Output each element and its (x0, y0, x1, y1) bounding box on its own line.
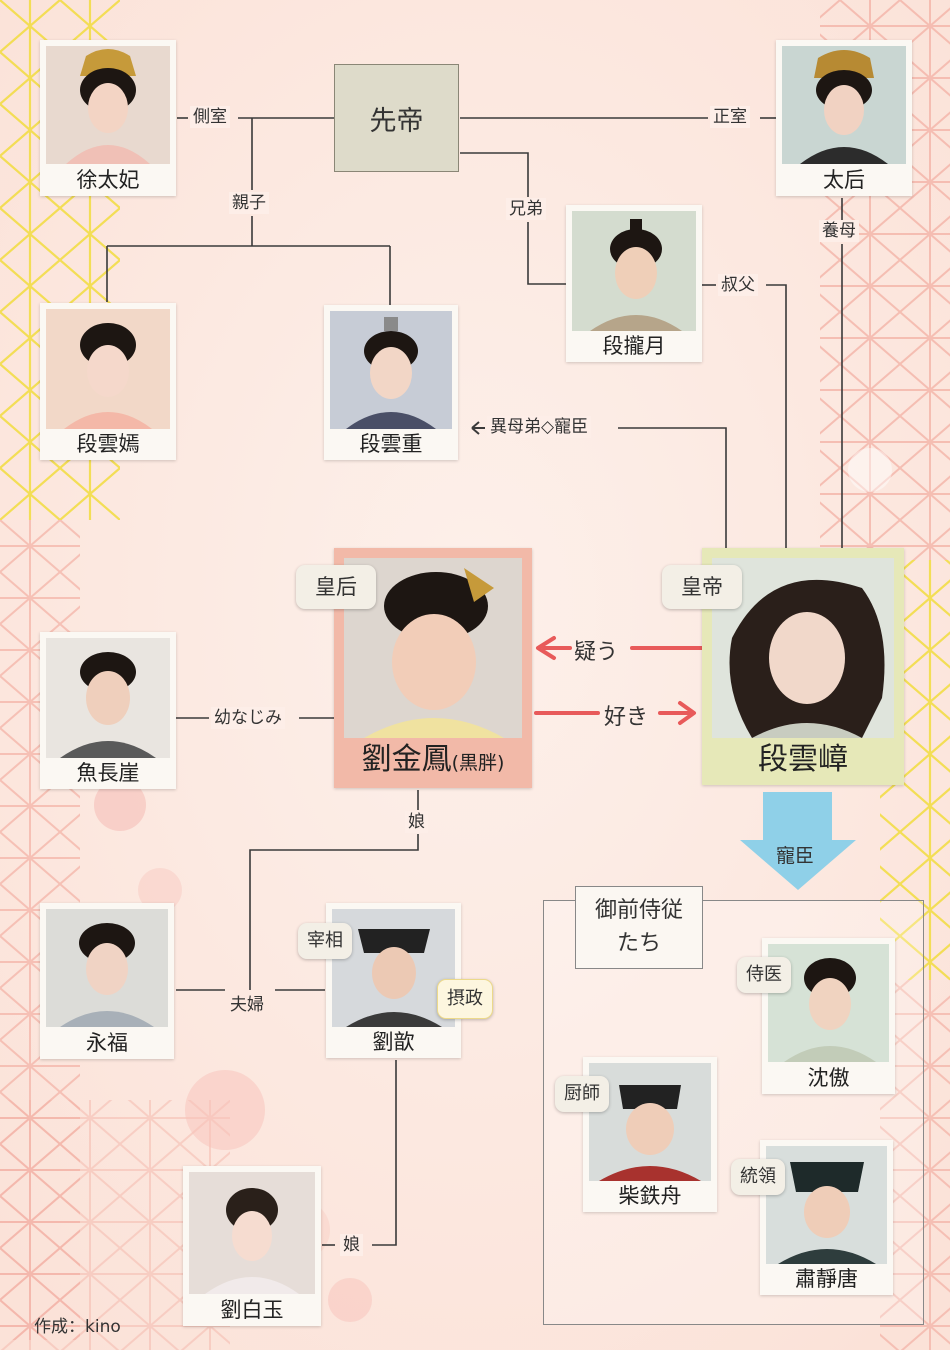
portrait-yongfu (46, 909, 168, 1027)
portrait-duan-yunzhong (330, 311, 452, 429)
name-duan-yunyan: 段雲嫣 (40, 432, 176, 456)
name-xu-taifei: 徐太妃 (40, 168, 176, 192)
card-duan-yunyan: 段雲嫣 (40, 303, 176, 460)
card-taihou: 太后 (776, 40, 912, 196)
label-half-brother: 異母弟◇寵臣 (487, 416, 591, 438)
portrait-xu-taifei (46, 46, 170, 164)
name-chai-tiezhou: 柴鉄舟 (583, 1184, 717, 1208)
portrait-yu-changya (46, 638, 170, 758)
card-duan-yunzhong: 段雲重 (324, 305, 458, 460)
label-uncle: 叔父 (718, 274, 758, 296)
label-suspects: 疑う (574, 634, 618, 666)
portrait-duan-yunyan (46, 309, 170, 429)
attendants-title-line2: たち (576, 927, 702, 960)
label-daughter-2: 娘 (340, 1234, 363, 1256)
label-couple: 夫婦 (227, 994, 267, 1016)
portrait-liu-baiyu (189, 1172, 315, 1294)
name-shen-ao: 沈傲 (762, 1066, 895, 1090)
card-duan-longyue: 段攏月 (566, 205, 702, 362)
portrait-duan-longyue (572, 211, 696, 331)
credit: 作成：kino (34, 1312, 121, 1337)
label-favorite: 寵臣 (776, 841, 814, 868)
card-liu-baiyu: 劉白玉 (183, 1166, 321, 1326)
label-consort: 正室 (710, 106, 750, 128)
card-yu-changya: 魚長崖 (40, 632, 176, 789)
tag-commander: 統領 (731, 1159, 785, 1195)
label-concubine: 側室 (190, 106, 230, 128)
portrait-taihou (782, 46, 906, 164)
name-su-jingtang: 肅靜唐 (760, 1267, 893, 1291)
tag-chef: 厨師 (555, 1076, 609, 1112)
label-loves: 好き (604, 699, 648, 731)
label-brothers: 兄弟 (506, 198, 546, 220)
name-liu-jinfeng-note: (黒胖) (452, 752, 505, 774)
name-liu-baiyu: 劉白玉 (183, 1298, 321, 1322)
name-taihou: 太后 (776, 168, 912, 192)
attendants-box-title: 御前侍従 たち (575, 886, 703, 969)
name-duan-longyue: 段攏月 (566, 334, 702, 358)
name-liu-jinfeng-main: 劉金鳳 (362, 742, 452, 777)
label-daughter: 娘 (405, 811, 428, 833)
tag-physician: 侍医 (737, 957, 791, 993)
tag-emperor: 皇帝 (662, 565, 742, 609)
tag-chancellor: 宰相 (298, 923, 352, 959)
name-duan-yunzhang: 段雲嶂 (702, 743, 904, 777)
label-foster-mother: 養母 (819, 220, 859, 242)
name-liu-jinfeng: 劉金鳳(黒胖) (334, 743, 532, 780)
name-duan-yunzhong: 段雲重 (324, 432, 458, 456)
former-emperor-label: 先帝 (370, 99, 424, 138)
label-childhood-friend: 幼なじみ (211, 707, 285, 729)
card-yongfu: 永福 (40, 903, 174, 1059)
name-yu-changya: 魚長崖 (40, 761, 176, 785)
tag-empress: 皇后 (296, 565, 376, 609)
tag-regent: 摂政 (437, 979, 493, 1019)
former-emperor-box: 先帝 (334, 64, 459, 172)
card-xu-taifei: 徐太妃 (40, 40, 176, 196)
label-parent-child: 親子 (229, 192, 269, 214)
name-yongfu: 永福 (40, 1031, 174, 1055)
name-liu-xin: 劉歆 (326, 1030, 461, 1054)
attendants-title-line1: 御前侍従 (576, 894, 702, 927)
